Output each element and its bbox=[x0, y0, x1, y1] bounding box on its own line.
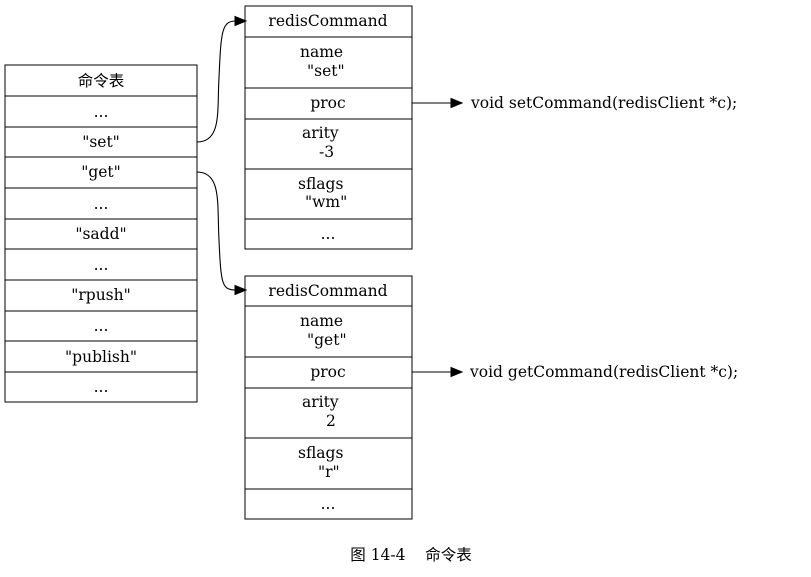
command-table-title: 命令表 bbox=[78, 72, 125, 90]
get-redis-command-struct: redisCommand name "get" proc arity 2 sfl… bbox=[244, 275, 413, 520]
get-field-arity-label: arity bbox=[302, 393, 339, 411]
get-field-sflags bbox=[244, 437, 413, 490]
set-field-sflags-value: "wm" bbox=[305, 193, 347, 211]
get-field-proc bbox=[244, 356, 413, 389]
get-struct-header-cell bbox=[244, 275, 413, 307]
get-field-proc-label: proc bbox=[310, 363, 345, 381]
get-struct-header: redisCommand bbox=[268, 282, 387, 300]
table-row bbox=[4, 95, 198, 128]
set-field-arity bbox=[244, 118, 413, 170]
table-row-key: ... bbox=[94, 378, 109, 396]
get-field-name-value: "get" bbox=[307, 331, 347, 349]
set-field-name-label: name bbox=[300, 43, 343, 61]
set-to-command-edge bbox=[196, 20, 237, 143]
get-field-more-label: ... bbox=[321, 495, 336, 513]
pointer-edges bbox=[196, 15, 464, 378]
set-to-command-arrowhead bbox=[234, 15, 248, 27]
get-proc-arrowhead bbox=[450, 366, 464, 378]
set-field-sflags-label: sflags bbox=[298, 175, 343, 193]
table-row-key: ... bbox=[94, 256, 109, 274]
set-field-arity-value: -3 bbox=[319, 143, 334, 161]
table-row-key-sadd: "sadd" bbox=[75, 225, 126, 243]
table-row-key-set: "set" bbox=[82, 133, 120, 151]
table-row bbox=[4, 371, 198, 403]
table-row-key-get: "get" bbox=[81, 163, 121, 181]
table-row-sadd bbox=[4, 218, 198, 250]
command-table: 命令表 ... "set" "get" ... "sadd" ... "rpus… bbox=[4, 64, 198, 403]
table-row-key: ... bbox=[94, 103, 109, 121]
set-struct-header: redisCommand bbox=[268, 12, 387, 30]
command-table-title-cell bbox=[4, 64, 198, 97]
get-field-sflags-value: "r" bbox=[318, 463, 340, 481]
figure-caption: 图 14-4 命令表 bbox=[350, 546, 471, 564]
get-field-sflags-label: sflags bbox=[298, 444, 343, 462]
set-field-arity-label: arity bbox=[302, 124, 339, 142]
get-to-command-arrowhead bbox=[234, 284, 248, 296]
set-struct-header-cell bbox=[244, 5, 413, 38]
get-field-arity-value: 2 bbox=[326, 412, 336, 430]
set-field-more bbox=[244, 218, 413, 250]
set-field-proc-label: proc bbox=[310, 94, 345, 112]
table-row-set bbox=[4, 126, 198, 158]
get-field-name bbox=[244, 305, 413, 358]
get-field-more bbox=[244, 488, 413, 520]
get-field-arity bbox=[244, 387, 413, 439]
set-command-function: void setCommand(redisClient *c); bbox=[470, 94, 737, 112]
table-row-key-rpush: "rpush" bbox=[71, 286, 131, 304]
get-to-command-edge bbox=[196, 171, 237, 291]
set-proc-arrowhead bbox=[450, 97, 464, 109]
set-field-sflags bbox=[244, 168, 413, 220]
set-redis-command-struct: redisCommand name "set" proc arity -3 sf… bbox=[244, 5, 413, 250]
set-field-more-label: ... bbox=[321, 225, 336, 243]
set-field-name-value: "set" bbox=[307, 62, 345, 80]
table-row-rpush bbox=[4, 279, 198, 312]
get-command-function: void getCommand(redisClient *c); bbox=[469, 363, 738, 381]
table-row-key: ... bbox=[94, 317, 109, 335]
table-row-key-publish: "publish" bbox=[65, 348, 137, 366]
table-row-key: ... bbox=[94, 195, 109, 213]
set-field-proc bbox=[244, 87, 413, 120]
get-field-name-label: name bbox=[300, 312, 343, 330]
set-field-name bbox=[244, 36, 413, 89]
table-row-publish bbox=[4, 340, 198, 373]
